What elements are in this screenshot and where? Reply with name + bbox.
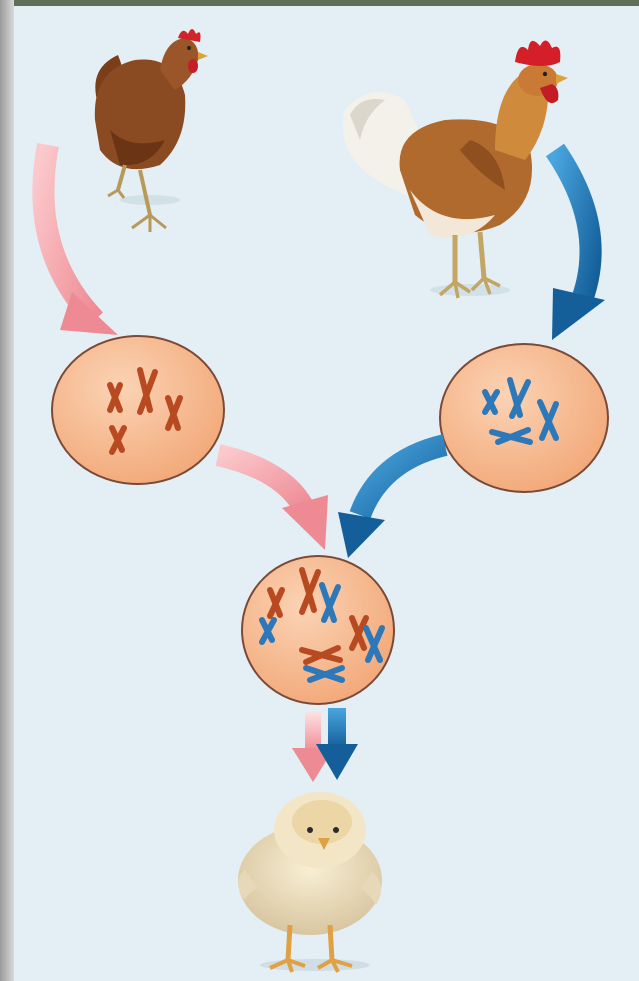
mother-gamete-cell [52,336,224,484]
paternal-arrow-to-gamete [552,150,605,340]
paternal-arrow-to-zygote [338,445,445,558]
rooster-illustration [343,40,568,298]
chick-illustration [238,792,382,972]
maternal-arrow-to-zygote [218,455,328,550]
father-gamete-cell [440,344,608,492]
zygote-cell [242,556,394,704]
maternal-arrow-to-gamete [43,145,118,335]
hen-illustration [95,29,208,232]
paternal-arrow-to-chick [316,708,358,780]
